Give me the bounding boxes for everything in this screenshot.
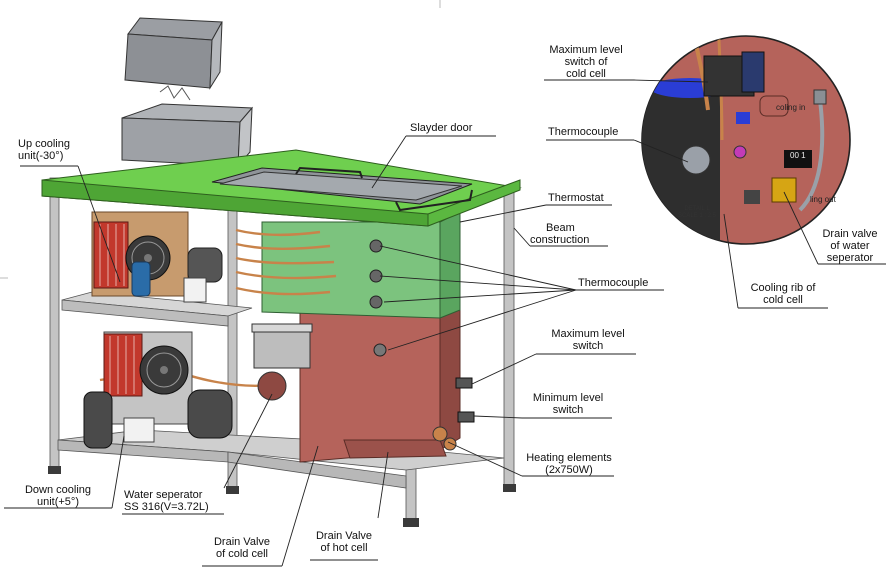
pipe-label-out: ling out	[810, 195, 836, 204]
leader-lines	[4, 135, 664, 567]
label-down-cooling: Down cooling unit(+5°)	[4, 484, 112, 508]
lower-cover-box	[121, 103, 254, 168]
label-line: construction	[530, 234, 590, 246]
label-line: of water	[830, 240, 870, 252]
label-line: unit(-30°)	[18, 150, 64, 162]
water-separator	[251, 323, 313, 401]
label-line: Drain Valve	[213, 536, 271, 548]
label-line: Up cooling	[18, 138, 70, 150]
label-line: Minimum level	[532, 392, 604, 404]
label-line: DETAIL L	[684, 206, 710, 212]
slider-door	[211, 166, 473, 212]
label-detail-thermocouple: Thermocouple	[548, 126, 619, 138]
cover-box	[124, 17, 223, 101]
label-up-cooling: Up cooling unit(-30°)	[18, 138, 70, 162]
pipe-label-number: 00 1	[790, 151, 806, 160]
label-line: SS 316(V=3.72L)	[124, 501, 209, 513]
label-line: Maximum level	[549, 44, 623, 56]
label-line: Drain Valve	[315, 530, 373, 542]
label-thermocouple: Thermocouple	[578, 277, 649, 289]
label-min-level: Minimum level switch	[520, 392, 616, 416]
label-line: switch	[572, 340, 604, 352]
detail-caption: DETAIL L SCALE 1 : 2.5	[674, 206, 720, 220]
down-cooling-unit	[83, 331, 233, 449]
level-switches	[432, 377, 475, 451]
label-drain-cold: Drain Valve of cold cell	[200, 536, 284, 560]
label-max-level: Maximum level switch	[538, 328, 638, 352]
label-line: Heating elements	[526, 452, 612, 464]
label-water-separator: Water seperator SS 316(V=3.72L)	[124, 489, 209, 513]
label-max-level-cold: Maximum level switch of cold cell	[538, 44, 634, 80]
detail-leaders	[544, 79, 886, 309]
label-line: switch	[552, 404, 584, 416]
up-cooling-unit	[91, 211, 223, 303]
label-line: cold cell	[763, 294, 803, 306]
label-heating: Heating elements (2x750W)	[522, 452, 616, 476]
label-cooling-rib: Cooling rib of cold cell	[736, 282, 830, 306]
label-beam: Beam construction	[530, 222, 589, 246]
label-drain-hot: Drain Valve of hot cell	[308, 530, 380, 554]
label-drain-water-sep: Drain valve of water seperator	[812, 228, 888, 264]
label-line: Down cooling	[24, 484, 92, 496]
label-line: Water seperator	[124, 489, 203, 501]
label-line: of hot cell	[320, 542, 368, 554]
label-line: cold cell	[566, 68, 606, 80]
label-line: of cold cell	[216, 548, 268, 560]
label-line: Maximum level	[551, 328, 625, 340]
pipe-label-in: coling in	[776, 103, 806, 112]
label-slayder-door: Slayder door	[410, 122, 473, 134]
frame-feet	[48, 466, 516, 527]
label-line: seperator	[826, 252, 874, 264]
label-thermostat: Thermostat	[548, 192, 604, 204]
label-line: SCALE 1 : 2.5	[677, 213, 717, 219]
label-line: switch of	[564, 56, 608, 68]
label-line: Drain valve	[822, 228, 878, 240]
label-line: (2x750W)	[545, 464, 593, 476]
label-line: Cooling rib of	[750, 282, 816, 294]
label-line: unit(+5°)	[36, 496, 79, 508]
label-line: Beam	[546, 222, 575, 234]
detail-view	[641, 35, 851, 245]
